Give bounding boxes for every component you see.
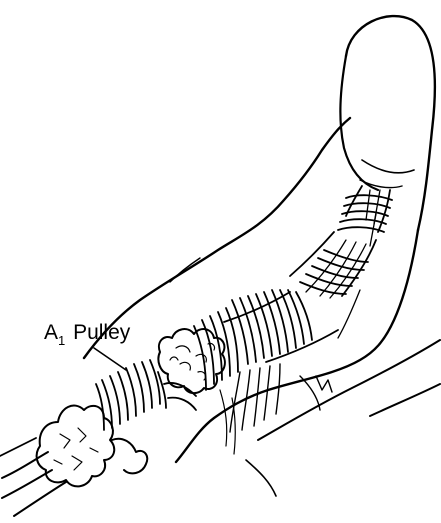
middle-tendon-sheath <box>290 232 376 338</box>
cut-tendon-lines <box>0 438 66 516</box>
a1-pulley-label-subscript: 1 <box>58 333 65 348</box>
palmar-pulley-bands <box>96 360 196 430</box>
a1-pulley-label: A1 Pulley <box>44 322 130 343</box>
a1-pulley-label-main: A <box>44 321 58 344</box>
a1-pulley-leader-line <box>94 348 126 370</box>
a1-pulley-label-rest: Pulley <box>67 321 130 344</box>
tendon-stump <box>37 406 148 487</box>
finger-palmar-outline <box>176 230 440 496</box>
distal-tendon-sheath <box>338 186 392 246</box>
